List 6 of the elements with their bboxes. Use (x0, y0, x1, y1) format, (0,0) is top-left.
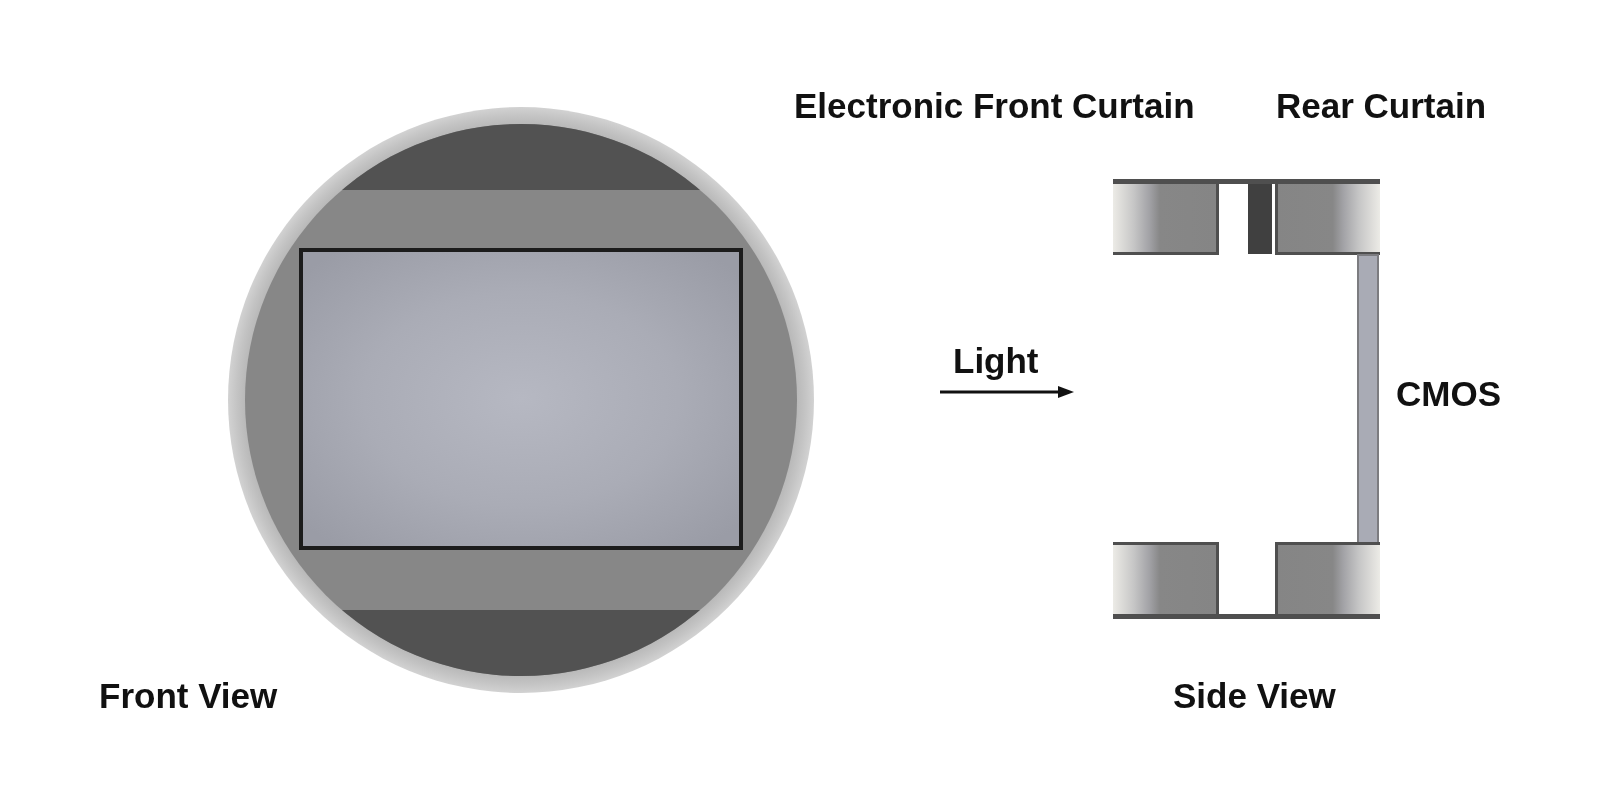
part-label: Rear Curtain (1276, 86, 1487, 126)
part-label: Electronic Front Curtain (794, 86, 1195, 126)
view-caption: Front View (99, 676, 278, 716)
view-caption: Side View (1173, 676, 1336, 716)
arrow-label: Light (953, 341, 1039, 381)
part-label: CMOS (1396, 374, 1501, 414)
